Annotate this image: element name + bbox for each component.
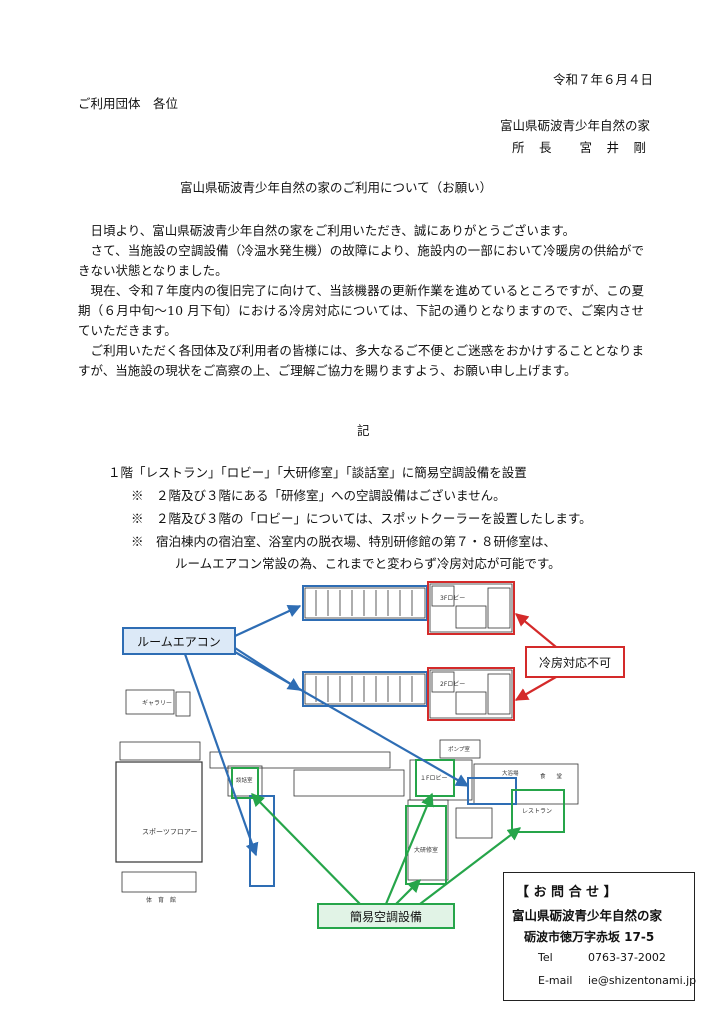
no-cooling-label-box: [525, 646, 625, 678]
gymnasium: [115, 761, 203, 863]
paragraph-malfunction: さて、当施設の空調設備（冷温水発生機）の故障により、施設内の一部において冷暖房の…: [78, 243, 644, 278]
no-cooling-label: 冷房対応不可: [539, 655, 611, 670]
room-ac-label: ルームエアコン: [137, 635, 221, 649]
gallery-room: [125, 689, 175, 715]
body-text: 日頃より、富山県砺波青少年自然の家をご利用いただき、誠にありがとうございます。 …: [78, 221, 644, 381]
note-3: ※ 宿泊棟内の宿泊室、浴室内の脱衣場、特別研修館の第７・８研修室は、: [131, 534, 557, 549]
contact-email-label: E-mail: [538, 974, 573, 987]
document-date: 令和７年６月４日: [553, 72, 654, 87]
room-label-2f-lobby: 2Fロビー: [440, 680, 465, 688]
room-label-gallery: ギャラリー: [142, 700, 172, 707]
large-training-room-highlight: [405, 805, 447, 885]
room-label-large-bath: 大浴場: [502, 769, 519, 777]
contact-heading: 【 お 問 合 せ 】: [516, 885, 617, 900]
contact-email[interactable]: ie@shizentonami.jp: [588, 974, 697, 987]
paragraph-apology: ご利用いただく各団体及び利用者の皆様には、多大なるご不便とご迷惑をおかけすること…: [78, 343, 644, 378]
room-label-gym: 体 育 館: [146, 896, 176, 904]
room-label-lounge: 談話室: [236, 776, 253, 784]
note-main: １階「レストラン」「ロビー」「大研修室」「談話室」に簡易空調設備を設置: [108, 465, 527, 480]
simple-ac-label-box: [317, 903, 455, 929]
paragraph-status: 現在、令和７年度内の復旧完了に向けて、当該機器の更新作業を進めているところですが…: [78, 283, 644, 338]
contact-organization: 富山県砺波青少年自然の家: [512, 908, 663, 923]
restaurant-highlight: [511, 789, 565, 833]
bath-changing-room-highlight: [467, 777, 517, 805]
sender-title: 所 長 宮 井 剛: [512, 140, 648, 155]
facility-floor-plan: 3Fロビー 2Fロビー ギャラリー スポーツフロアー 体 育 館 ポンプ室 食 …: [115, 581, 625, 929]
room-ac-label-box: [122, 627, 236, 655]
document-title: 富山県砺波青少年自然の家のご利用について（お願い）: [180, 180, 493, 195]
note-1: ※ ２階及び３階にある「研修室」への空調設備はございません。: [131, 488, 506, 503]
contact-tel-label: Tel: [538, 951, 553, 964]
ki-heading: 記: [357, 423, 370, 438]
special-training-hall-highlight: [249, 795, 275, 887]
contact-box: 【 お 問 合 せ 】 富山県砺波青少年自然の家 砺波市徳万字赤坂 17-5 T…: [503, 872, 697, 1001]
floor-3-no-cooling-highlight: [427, 581, 515, 635]
sender-organization: 富山県砺波青少年自然の家: [500, 118, 651, 133]
room-label-pump: ポンプ室: [448, 745, 470, 753]
floor-3-guestrooms-highlight: [302, 585, 428, 621]
note-3-continued: ルームエアコン常設の為、これまでと変わらず冷房対応が可能です。: [175, 556, 561, 571]
floor-3-plan: [304, 583, 513, 633]
recipient-line: ご利用団体 各位: [78, 96, 179, 111]
room-label-sports-floor: スポーツフロアー: [142, 828, 197, 836]
contact-tel: 0763-37-2002: [588, 951, 666, 964]
room-label-3f-lobby: 3Fロビー: [440, 594, 465, 602]
room-label-large-training: 大研修室: [414, 846, 438, 854]
lounge-highlight: [231, 767, 259, 799]
room-label-restaurant: レストラン: [522, 808, 552, 815]
note-2: ※ ２階及び３階の「ロビー」については、スポットクーラーを設置したします。: [131, 511, 592, 526]
simple-ac-label: 簡易空調設備: [350, 909, 422, 924]
paragraph-greeting: 日頃より、富山県砺波青少年自然の家をご利用いただき、誠にありがとうございます。: [90, 223, 576, 238]
floor-2-plan: [304, 669, 513, 719]
room-label-dining: 食 堂: [540, 772, 563, 780]
room-label-1f-lobby: １Fロビー: [420, 774, 447, 782]
contact-address: 砺波市徳万字赤坂 17-5: [524, 930, 655, 944]
floor-2-no-cooling-highlight: [427, 667, 515, 721]
